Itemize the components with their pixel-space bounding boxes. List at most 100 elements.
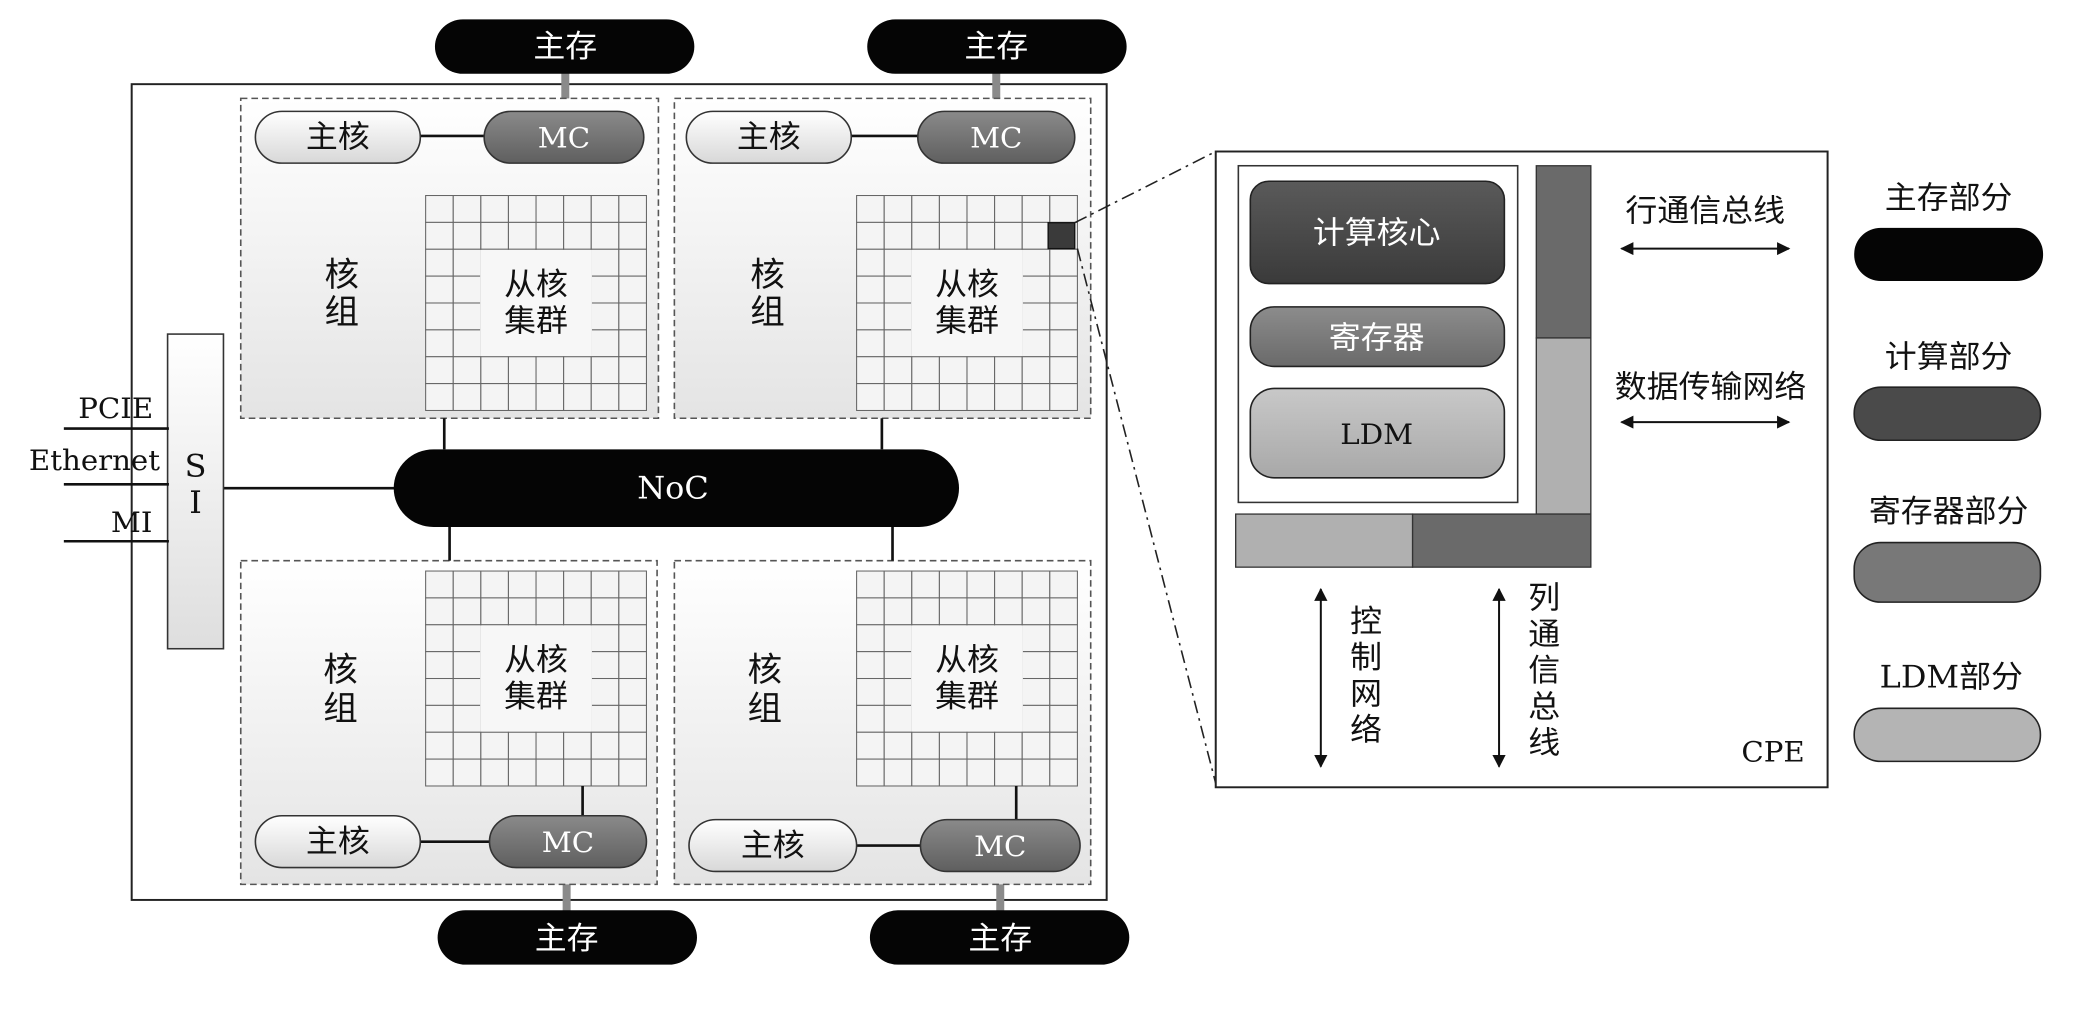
slave-core-cell	[911, 758, 940, 787]
slave-core-cell	[1049, 758, 1078, 787]
slave-core-cell	[1021, 248, 1051, 277]
slave-core-cell	[590, 597, 620, 626]
cpe-label: CPE	[1741, 735, 1804, 769]
slave-core-cell	[563, 356, 592, 385]
slave-core-cell	[911, 195, 940, 223]
slave-core-cell	[563, 597, 592, 626]
slave-core-cell	[883, 651, 913, 680]
slave-core-cell	[563, 731, 592, 760]
slave-core-cell	[883, 677, 913, 706]
svg-text:S: S	[185, 449, 207, 485]
slave-core-cell	[883, 570, 913, 599]
slave-core-cell	[480, 383, 509, 411]
core-group-2: 主核 MC 核 组 从核 集群	[673, 97, 1092, 420]
slave-core-cell	[452, 677, 482, 706]
svg-text:主核: 主核	[306, 824, 370, 860]
slave-core-cell	[618, 731, 647, 760]
slave-core-cell	[856, 570, 885, 599]
svg-text:集群: 集群	[504, 304, 568, 340]
slave-core-cell	[938, 570, 968, 599]
slave-core-cell	[938, 195, 968, 223]
slave-core-cell	[452, 275, 482, 304]
slave-core-cell	[994, 597, 1023, 626]
main-core: 主核	[688, 818, 858, 873]
slave-cluster: 从核 集群	[911, 249, 1023, 357]
slave-core-cell	[1049, 677, 1078, 706]
ethernet-label: Ethernet	[29, 443, 161, 477]
slave-core-cell	[856, 758, 885, 787]
slave-core-cell	[1021, 275, 1051, 304]
core-group-label: 核	[748, 651, 783, 690]
slave-core-cell	[425, 651, 454, 680]
main-core: 主核	[254, 814, 422, 869]
slave-core-cell	[994, 356, 1023, 385]
slave-core-cell	[480, 570, 509, 599]
slave-core-cell	[856, 383, 885, 411]
main-memory-top-right: 主存	[867, 19, 1127, 74]
legend-swatch-main-memory	[1854, 227, 2044, 281]
svg-text:集群: 集群	[504, 679, 568, 715]
slave-core-cell	[618, 677, 647, 706]
slave-core-cell	[535, 383, 565, 411]
slave-core-cell	[856, 677, 885, 706]
slave-core-cell	[618, 302, 647, 331]
svg-text:I: I	[189, 485, 202, 521]
slave-core-cell	[590, 302, 620, 331]
slave-core-cell	[452, 651, 482, 680]
slave-core-cell	[911, 221, 940, 250]
slave-core-cell	[618, 597, 647, 626]
slave-core-cell	[883, 731, 913, 760]
slave-core-cell	[563, 383, 592, 411]
slave-core-cell	[1049, 597, 1078, 626]
slave-core-cell	[563, 758, 592, 787]
slave-core-cell	[507, 597, 537, 626]
slave-core-cell	[1021, 195, 1051, 223]
slave-core-cell	[1021, 731, 1051, 760]
legend-swatch-ldm	[1853, 707, 2042, 763]
slave-core-cell	[480, 597, 509, 626]
slave-core-cell	[425, 704, 454, 733]
core-group-label: 组	[748, 689, 783, 728]
slave-core-cell	[535, 570, 565, 599]
slave-core-cell	[883, 329, 913, 358]
slave-core-cell	[1049, 302, 1078, 331]
slave-core-cell	[856, 651, 885, 680]
slave-core-cell	[452, 624, 482, 653]
slave-core-cell	[1021, 651, 1051, 680]
svg-text:集群: 集群	[935, 304, 999, 340]
slave-core-cell	[938, 383, 968, 411]
memory-controller: MC	[488, 814, 648, 869]
slave-core-cell	[883, 597, 913, 626]
svg-text:主核: 主核	[737, 120, 801, 156]
slave-core-cell	[618, 704, 647, 733]
slave-core-cell	[480, 356, 509, 385]
main-memory-label: 主存	[968, 922, 1032, 958]
slave-core-cell	[618, 651, 647, 680]
slave-core-cell	[425, 302, 454, 331]
slave-core-cell	[883, 221, 913, 250]
column-bus-interface	[1411, 513, 1592, 568]
core-group-label: 核	[750, 256, 785, 295]
slave-core-cell	[994, 195, 1023, 223]
cpe-detail: 计算核心 寄存器 LDM 行通信总线 数据传输网络 控制网络 列通信总线 CPE	[1214, 150, 1829, 789]
slave-core-cell	[856, 329, 885, 358]
slave-core-cell	[618, 221, 647, 250]
control-network-label: 控制网络	[1350, 604, 1382, 748]
slave-core-cell	[618, 624, 647, 653]
slave-core-cell	[535, 356, 565, 385]
slave-core-cell	[1021, 570, 1051, 599]
slave-core-cell	[966, 356, 996, 385]
slave-core-cell	[883, 356, 913, 385]
noc: NoC	[393, 449, 960, 528]
svg-text:LDM: LDM	[1340, 418, 1413, 452]
slave-core-cell	[1049, 731, 1078, 760]
slave-core-cell	[535, 758, 565, 787]
mi-label: MI	[111, 506, 152, 540]
slave-core-cell	[618, 356, 647, 385]
svg-text:主核: 主核	[741, 828, 805, 864]
slave-core-cell	[452, 758, 482, 787]
slave-core-cell	[911, 731, 940, 760]
main-core: 主核	[254, 110, 422, 164]
slave-core-cell	[507, 383, 537, 411]
core-group-1: 主核 MC 核 组 从核 集群	[239, 97, 660, 420]
